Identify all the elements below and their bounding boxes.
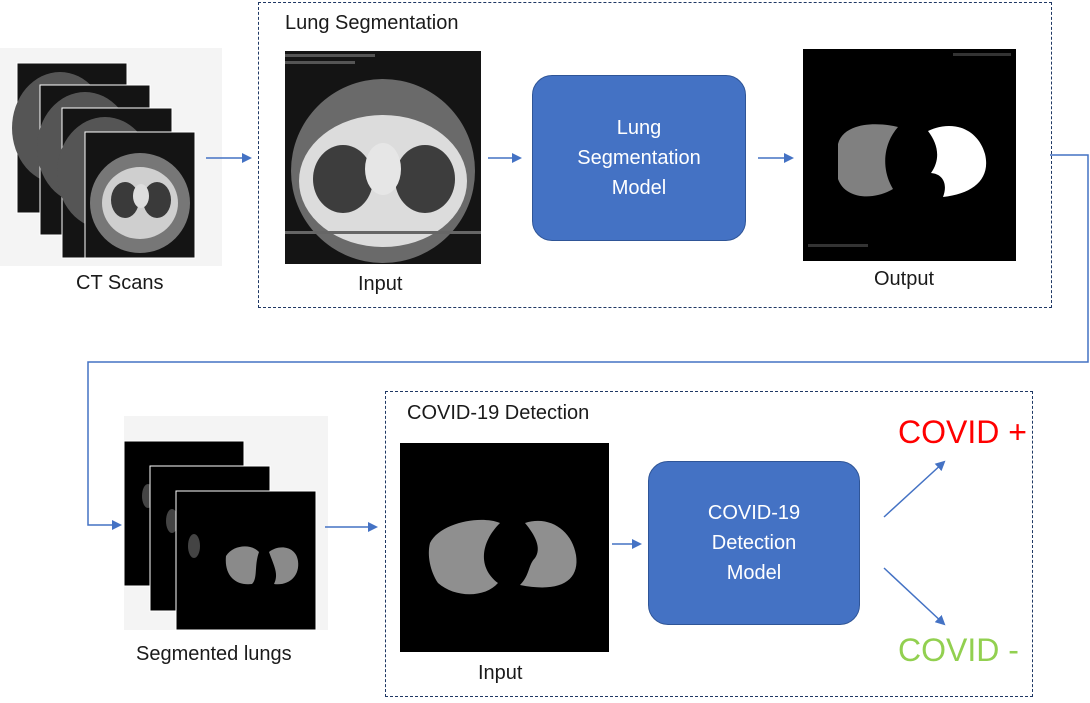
segmented-lungs-stack <box>123 416 328 631</box>
covid-detection-box <box>385 391 1033 697</box>
lung-segmentation-output-label: Output <box>874 268 935 290</box>
connector-output-to-segmented <box>87 154 1089 530</box>
arrow-model-to-negative <box>883 567 946 626</box>
covid-detection-model-line-2: Detection <box>711 532 797 554</box>
lung-segmentation-model-line-2: Segmentation <box>577 147 701 169</box>
covid-detection-title: COVID-19 Detection <box>407 402 590 424</box>
covid-detection-model-line-1: COVID-19 <box>707 502 801 524</box>
lung-segmentation-model-line-1: Lung <box>616 117 662 139</box>
ct-scans-stack <box>0 48 222 266</box>
covid-detection-model: COVID-19 Detection Model <box>648 461 860 625</box>
lung-segmentation-input-image <box>285 51 481 264</box>
covid-detection-input-image <box>400 443 609 652</box>
segmented-lungs-label: Segmented lungs <box>136 643 292 665</box>
ct-scans-label: CT Scans <box>76 272 164 294</box>
lung-segmentation-output-image <box>803 49 1016 261</box>
ct-scans-stack-image <box>12 62 196 259</box>
lung-segmentation-title: Lung Segmentation <box>285 12 459 34</box>
covid-detection-model-line-3: Model <box>726 562 782 584</box>
arrow-model-to-positive <box>883 460 946 518</box>
segmented-lungs-stack-image <box>123 440 317 631</box>
covid-detection-input-label: Input <box>478 662 523 684</box>
lung-segmentation-model-line-3: Model <box>611 177 667 199</box>
covid-negative-result: COVID - <box>898 632 1019 668</box>
lung-segmentation-model: Lung Segmentation Model <box>532 75 746 241</box>
lung-segmentation-input-label: Input <box>358 273 403 295</box>
covid-positive-result: COVID + <box>898 414 1027 450</box>
